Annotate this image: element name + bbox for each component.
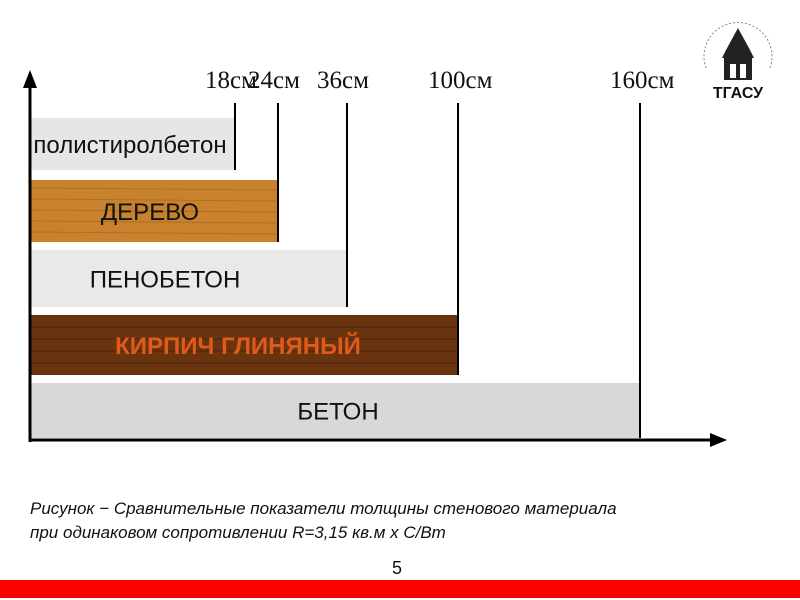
tick-label-3: 100см — [428, 67, 493, 94]
wood-grain — [30, 198, 279, 202]
bar-3 — [31, 315, 458, 375]
bar-label-1: ДЕРЕВО — [101, 199, 199, 226]
wood-grain — [30, 209, 279, 213]
caption-line-1: Рисунок − Сравнительные показатели толщи… — [30, 499, 617, 518]
footer-bar — [0, 580, 800, 598]
bar-2 — [31, 250, 347, 307]
page-number: 5 — [392, 558, 403, 578]
caption-line-2: при одинаковом сопротивлении R=3,15 кв.м… — [30, 523, 446, 542]
y-axis-arrow — [23, 70, 37, 88]
svg-text:ТГАСУ: ТГАСУ — [713, 85, 764, 102]
bar-4 — [31, 383, 640, 438]
bar-label-2: ПЕНОБЕТОН — [90, 267, 241, 294]
bar-0 — [31, 118, 235, 170]
bar-label-3: КИРПИЧ ГЛИНЯНЫЙ — [115, 332, 361, 360]
wood-grain — [30, 220, 279, 224]
bar-label-0: полистиролбетон — [33, 132, 226, 159]
tick-label-0: 18см — [205, 67, 257, 94]
tick-label-1: 24см — [248, 67, 300, 94]
tgasu-logo: ТГАСУ — [698, 10, 778, 102]
x-axis-arrow — [710, 433, 727, 447]
figure-caption: Рисунок − Сравнительные показатели толщи… — [30, 497, 617, 545]
bar-label-4: БЕТОН — [297, 399, 378, 426]
wood-grain — [30, 231, 279, 235]
wood-grain — [30, 187, 279, 191]
tick-label-4: 160см — [610, 67, 675, 94]
tick-label-2: 36см — [317, 67, 369, 94]
